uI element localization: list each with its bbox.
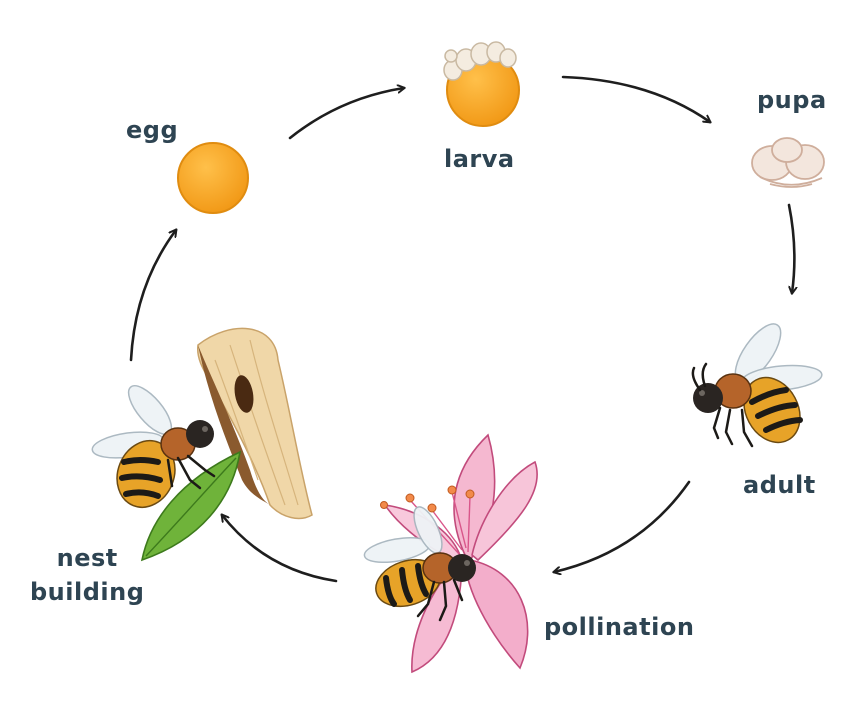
stage-label-nest-line2: building: [30, 578, 145, 606]
pollinating-bee-icon: [363, 506, 476, 622]
stage-label-nest-building: nest building: [30, 541, 144, 609]
arrow-nest-to-egg: [129, 230, 176, 362]
larva-icon: [443, 41, 520, 127]
leaf-icon: [140, 450, 242, 562]
arrow-pollination-to-nest: [222, 515, 338, 583]
wood-nest-icon: [196, 327, 313, 520]
arrow-larva-to-pupa: [561, 75, 710, 122]
adult-bee-icon: [691, 323, 823, 448]
egg-icon: [177, 142, 249, 214]
arrow-adult-to-pollination: [554, 480, 691, 572]
stage-label-egg: egg: [126, 116, 179, 144]
stage-label-pollination: pollination: [544, 613, 695, 641]
stage-label-adult: adult: [743, 471, 816, 499]
pupa-icon: [751, 137, 825, 188]
stage-label-larva: larva: [444, 145, 515, 173]
arrow-pupa-to-adult: [787, 203, 794, 293]
stage-label-pupa: pupa: [757, 86, 827, 114]
stage-label-nest-line1: nest: [56, 544, 118, 572]
arrow-egg-to-larva: [288, 88, 404, 140]
nesting-bee-icon: [91, 385, 216, 508]
cycle-arrows: [129, 75, 794, 583]
